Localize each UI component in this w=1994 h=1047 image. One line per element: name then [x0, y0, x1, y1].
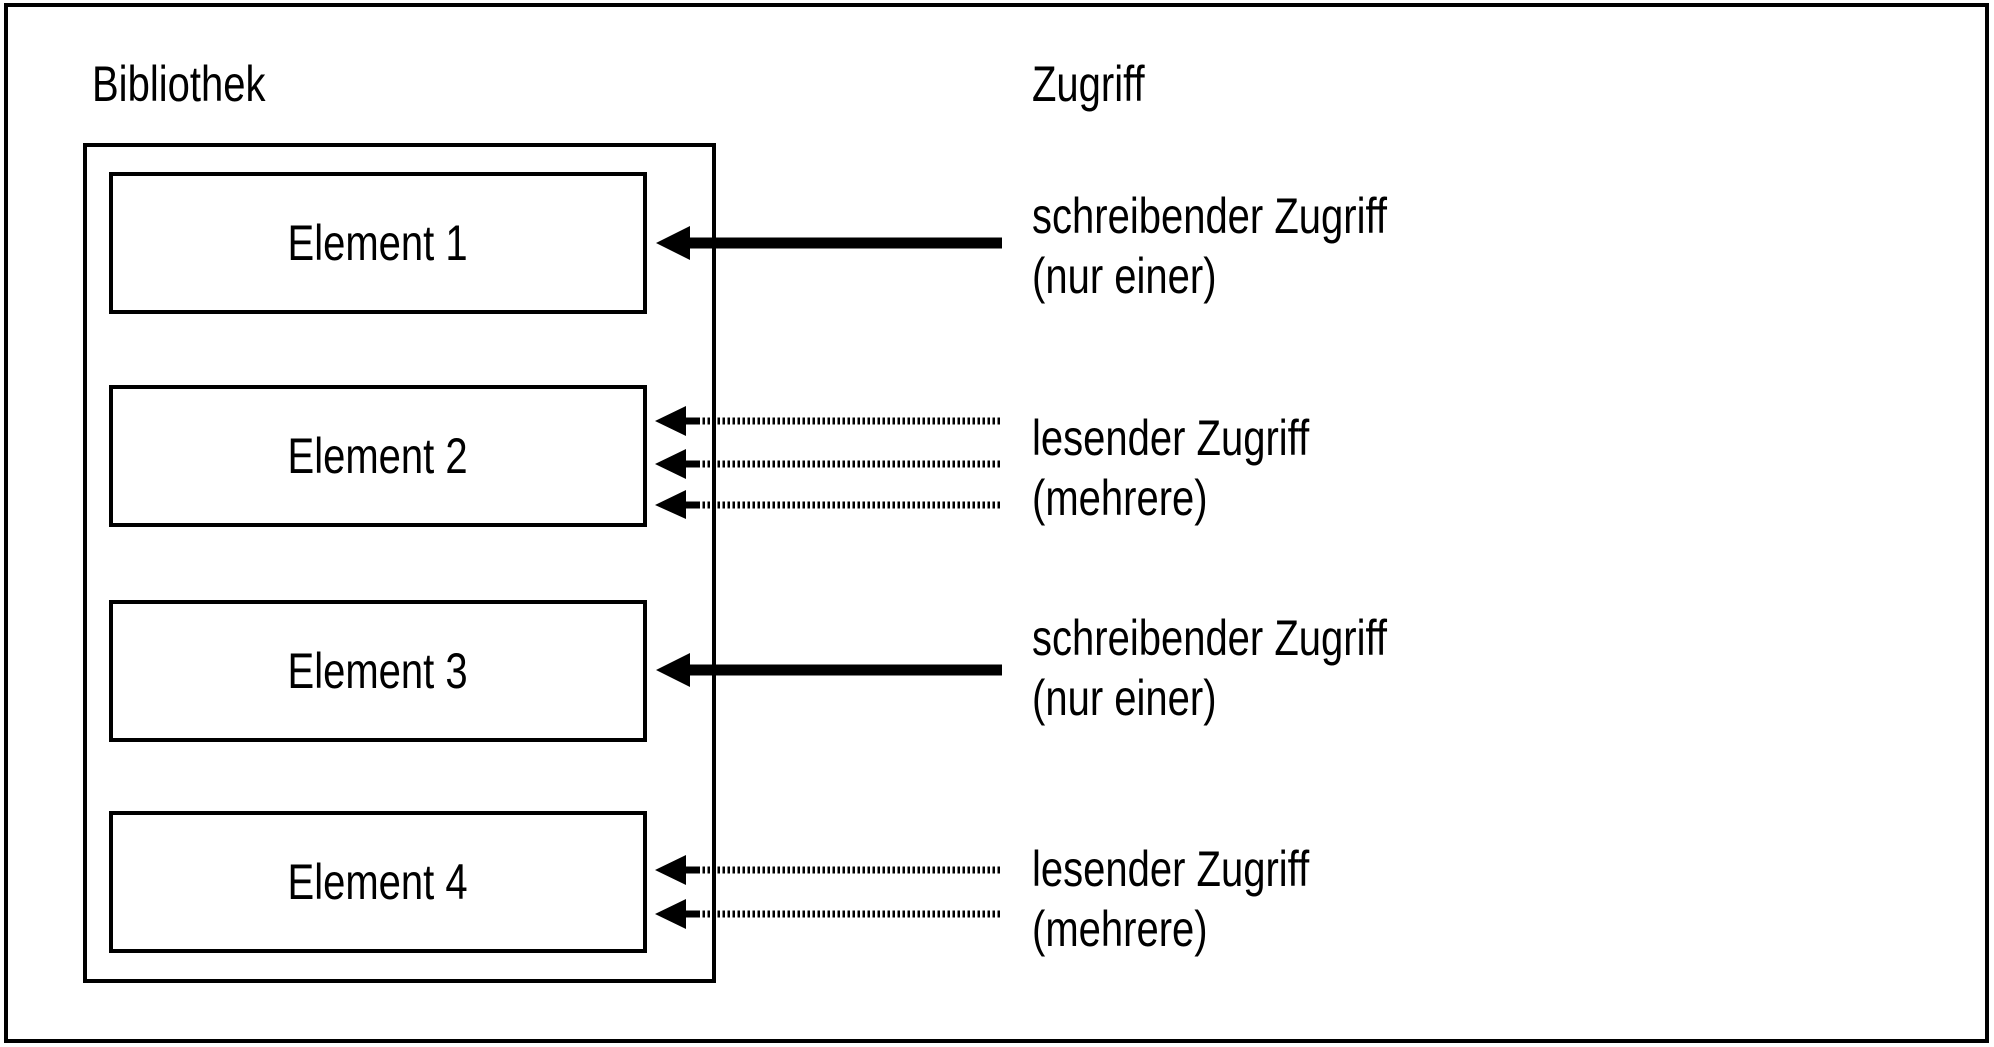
- access-label-element-3: schreibender Zugriff (nur einer): [1032, 608, 1476, 728]
- access-label-element-2-line-1: lesender Zugriff: [1032, 410, 1310, 466]
- access-label-element-2-line-2: (mehrere): [1032, 470, 1208, 526]
- access-label-element-4-line-1: lesender Zugriff: [1032, 841, 1310, 897]
- element-1-label: Element 1: [287, 215, 469, 271]
- element-2-box: Element 2: [109, 385, 647, 527]
- element-1-box: Element 1: [109, 172, 647, 314]
- access-label-element-1-line-1: schreibender Zugriff: [1032, 188, 1387, 244]
- element-4-label: Element 4: [287, 854, 469, 910]
- access-label-element-1: schreibender Zugriff (nur einer): [1032, 186, 1476, 306]
- element-3-label: Element 3: [287, 643, 469, 699]
- access-label-element-1-line-2: (nur einer): [1032, 248, 1217, 304]
- access-label-element-3-line-1: schreibender Zugriff: [1032, 610, 1387, 666]
- access-heading-text: Zugriff: [1032, 56, 1145, 112]
- access-heading: Zugriff: [1032, 54, 1173, 114]
- access-label-element-2: lesender Zugriff (mehrere): [1032, 408, 1378, 528]
- element-3-box: Element 3: [109, 600, 647, 742]
- library-heading: Bibliothek: [92, 54, 309, 114]
- element-2-label: Element 2: [287, 428, 469, 484]
- access-label-element-3-line-2: (nur einer): [1032, 670, 1217, 726]
- page-frame: [4, 3, 1989, 1043]
- library-heading-text: Bibliothek: [92, 56, 266, 112]
- access-label-element-4-line-2: (mehrere): [1032, 901, 1208, 957]
- access-label-element-4: lesender Zugriff (mehrere): [1032, 839, 1378, 959]
- library-box: [83, 143, 716, 983]
- element-4-box: Element 4: [109, 811, 647, 953]
